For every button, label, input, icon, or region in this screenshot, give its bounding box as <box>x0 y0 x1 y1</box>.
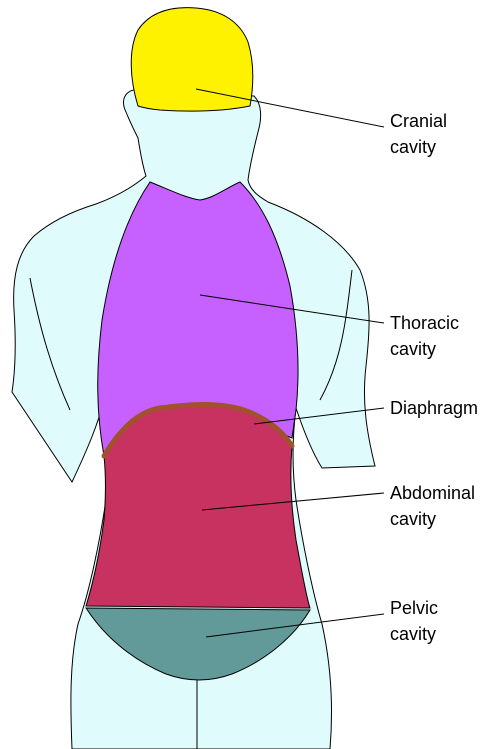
pelvic-label-line-1: Pelvic <box>390 598 438 618</box>
pelvic-label: Pelvic cavity <box>390 598 443 644</box>
cranial-label-line-2: cavity <box>390 137 436 157</box>
pelvic-label-line-2: cavity <box>390 624 436 644</box>
cranial-label-line-1: Cranial <box>390 111 447 131</box>
cranial-label: Cranial cavity <box>390 111 452 157</box>
abdominal-label-line-2: cavity <box>390 509 436 529</box>
thoracic-label-line-2: cavity <box>390 339 436 359</box>
labels: Cranial cavity Thoracic cavity Diaphragm… <box>390 111 480 644</box>
diaphragm-label: Diaphragm <box>390 398 478 418</box>
abdominal-label-line-1: Abdominal <box>390 483 475 503</box>
cavities <box>86 8 310 680</box>
cranial-cavity <box>131 8 253 112</box>
thoracic-label-line-1: Thoracic <box>390 313 459 333</box>
abdominal-label: Abdominal cavity <box>390 483 480 529</box>
diaphragm-label-line-1: Diaphragm <box>390 398 478 418</box>
thoracic-label: Thoracic cavity <box>390 313 464 359</box>
